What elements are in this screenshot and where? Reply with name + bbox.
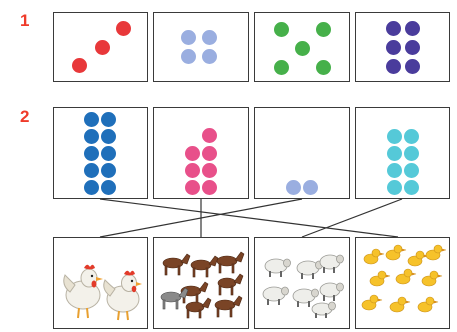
dot <box>274 22 289 37</box>
dot <box>101 146 116 161</box>
horse-icon <box>160 251 245 319</box>
dot-card-2 <box>254 107 350 199</box>
dot <box>101 129 116 144</box>
dot <box>202 146 217 161</box>
section-number-1: 1 <box>20 11 30 30</box>
dot <box>181 49 196 64</box>
dot <box>95 40 110 55</box>
dot <box>181 30 196 45</box>
dot <box>116 21 131 36</box>
dot <box>404 129 419 144</box>
dot <box>202 30 217 45</box>
dot <box>387 163 402 178</box>
dot <box>101 180 116 195</box>
dot <box>316 22 331 37</box>
dot <box>101 112 116 127</box>
dot <box>101 163 116 178</box>
dot <box>185 146 200 161</box>
dot-card-3 <box>53 12 148 82</box>
dot-card-10 <box>53 107 148 199</box>
dot <box>84 129 99 144</box>
dot <box>405 59 420 74</box>
dot <box>295 41 310 56</box>
dot <box>84 146 99 161</box>
dot-card-8 <box>355 107 450 199</box>
dot <box>386 21 401 36</box>
animal-card-sheep <box>254 237 350 329</box>
dot-card-4 <box>153 12 249 82</box>
duckling-icon <box>361 244 446 313</box>
matching-line <box>99 198 303 238</box>
dot <box>387 129 402 144</box>
dot <box>386 40 401 55</box>
dot <box>84 112 99 127</box>
dot <box>405 40 420 55</box>
dot <box>185 163 200 178</box>
dot <box>202 180 217 195</box>
dot <box>72 58 87 73</box>
dot <box>404 146 419 161</box>
dot <box>303 180 318 195</box>
dot <box>387 180 402 195</box>
dot <box>386 59 401 74</box>
dot <box>84 163 99 178</box>
dot-card-7 <box>153 107 249 199</box>
animal-card-chickens <box>53 237 148 329</box>
dot <box>202 49 217 64</box>
dot <box>404 180 419 195</box>
dot <box>387 146 402 161</box>
animal-card-ducklings <box>355 237 450 329</box>
dot <box>202 163 217 178</box>
dot <box>84 180 99 195</box>
animal-card-horses <box>153 237 249 329</box>
dot-card-6 <box>355 12 450 82</box>
dot <box>316 60 331 75</box>
dot <box>404 163 419 178</box>
dot <box>202 128 217 143</box>
sheep-icon <box>262 254 344 318</box>
matching-line <box>99 198 399 238</box>
dot <box>286 180 301 195</box>
section-number-2: 2 <box>20 107 30 126</box>
matching-line <box>301 198 403 238</box>
dot <box>274 60 289 75</box>
dot <box>185 180 200 195</box>
dot <box>405 21 420 36</box>
dot-card-5 <box>254 12 350 82</box>
chicken-icon <box>63 264 142 321</box>
